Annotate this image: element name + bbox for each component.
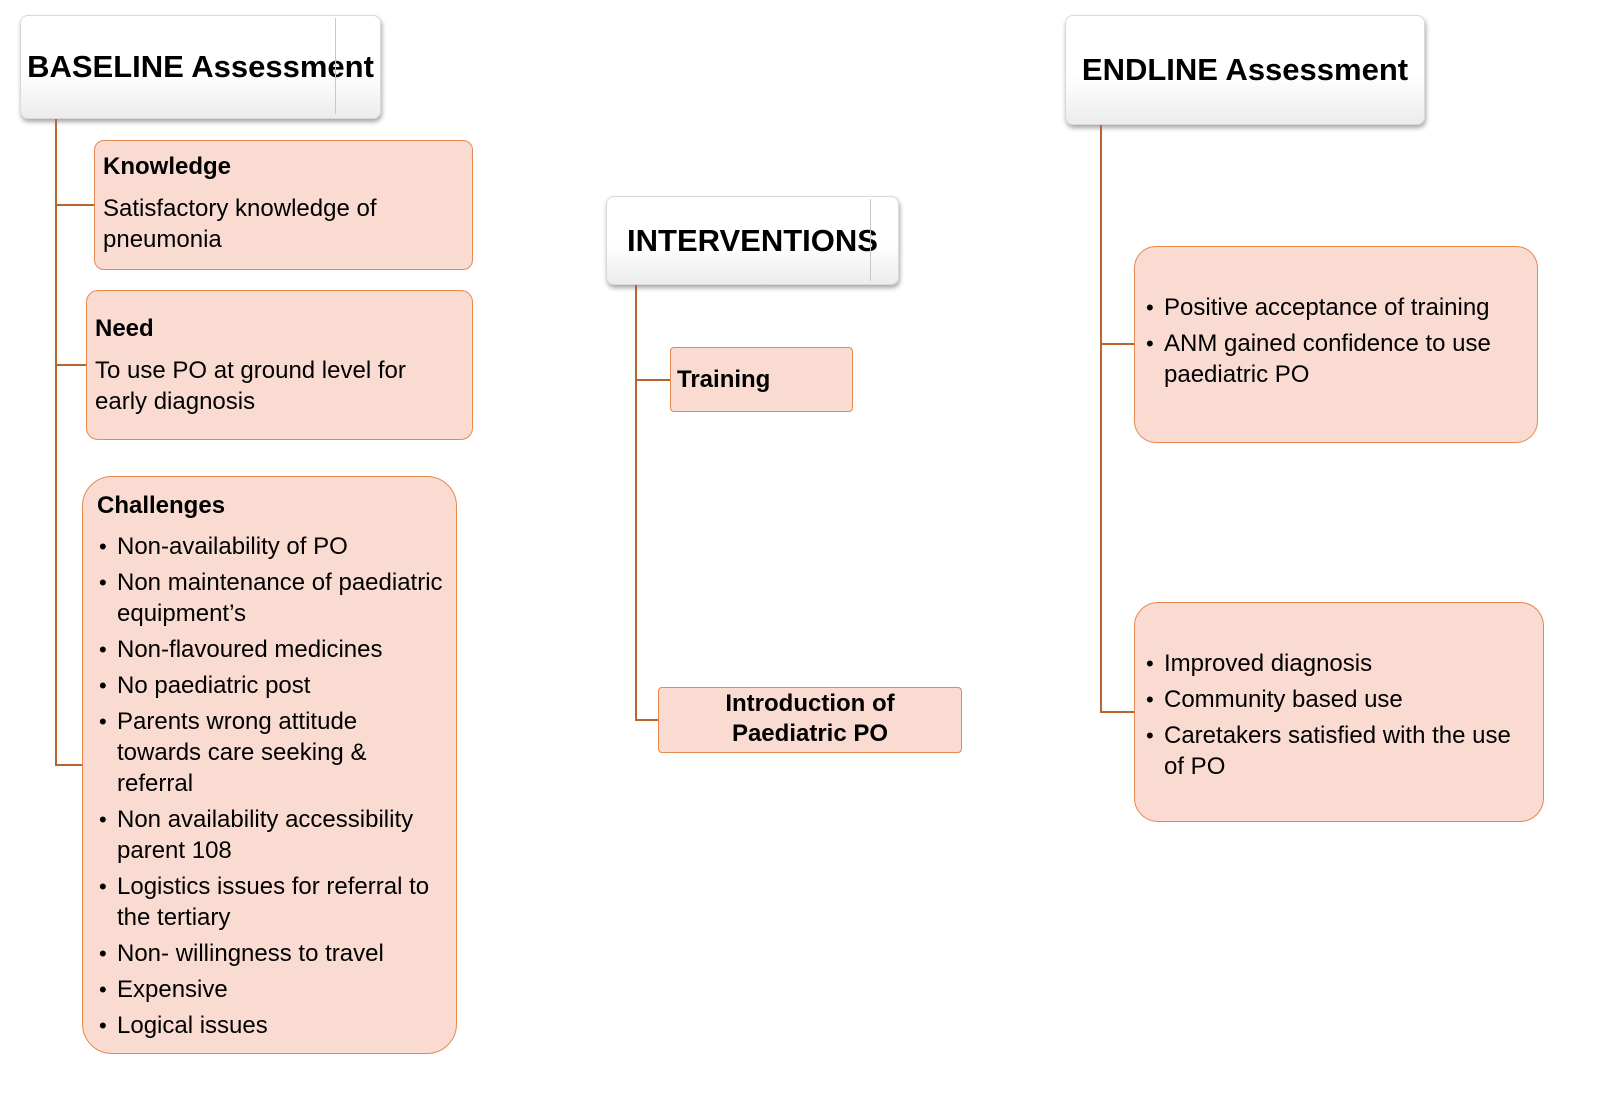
interventions-header-title: INTERVENTIONS: [627, 222, 878, 258]
list-item: •No paediatric post: [99, 672, 311, 699]
list-item: •Expensive: [99, 976, 228, 1003]
challenges-box: Challenges •Non-availability of PO •Non …: [82, 476, 457, 1054]
bullet-icon: •: [1146, 331, 1154, 356]
header-divider: [335, 18, 336, 114]
introduction-box: Introduction of Paediatric PO: [658, 687, 962, 753]
endline-branch-box1: [1100, 343, 1135, 345]
need-text: To use PO at ground level for early diag…: [95, 357, 406, 415]
baseline-branch-need: [55, 364, 87, 366]
list-item: •Community based use: [1146, 686, 1403, 713]
training-box: Training: [670, 347, 853, 412]
knowledge-text: Satisfactory knowledge of pneumonia: [103, 195, 377, 253]
endline-box-1: •Positive acceptance of training •ANM ga…: [1134, 246, 1538, 443]
list-item: •Non-availability of PO: [99, 533, 348, 560]
bullet-icon: •: [1146, 651, 1154, 676]
bullet-icon: •: [99, 709, 107, 734]
baseline-header-title: BASELINE Assessment: [27, 49, 374, 84]
bullet-icon: •: [1146, 723, 1154, 748]
list-item: •Parents wrong attitude towards care see…: [99, 708, 367, 797]
challenges-list: •Non-availability of PO •Non maintenance…: [97, 531, 446, 1041]
endline-list-2: •Improved diagnosis •Community based use…: [1144, 648, 1533, 782]
bullet-icon: •: [99, 570, 107, 595]
bullet-icon: •: [99, 637, 107, 662]
challenges-title: Challenges: [97, 492, 226, 519]
interventions-branch-training: [635, 379, 671, 381]
endline-list-1: •Positive acceptance of training •ANM ga…: [1144, 292, 1527, 390]
baseline-trunk-line: [55, 119, 57, 766]
need-title: Need: [95, 315, 154, 342]
list-item: •ANM gained confidence to use paediatric…: [1146, 330, 1491, 388]
bullet-icon: •: [99, 941, 107, 966]
list-item: •Logical issues: [99, 1012, 268, 1039]
list-item: •Non maintenance of paediatric equipment…: [99, 569, 443, 627]
list-item: •Non- willingness to travel: [99, 940, 384, 967]
bullet-icon: •: [1146, 295, 1154, 320]
interventions-branch-introduction: [635, 719, 658, 721]
endline-trunk-line: [1100, 125, 1102, 713]
header-divider: [870, 199, 871, 281]
bullet-icon: •: [99, 1013, 107, 1038]
bullet-icon: •: [99, 673, 107, 698]
bullet-icon: •: [1146, 687, 1154, 712]
list-item: •Caretakers satisfied with the use of PO: [1146, 722, 1511, 780]
introduction-label: Introduction of Paediatric PO: [725, 690, 895, 747]
bullet-icon: •: [99, 807, 107, 832]
interventions-trunk-line: [635, 285, 637, 721]
list-item: •Non availability accessibility parent 1…: [99, 806, 414, 864]
knowledge-box: Knowledge Satisfactory knowledge of pneu…: [94, 140, 473, 270]
baseline-branch-knowledge: [55, 204, 95, 206]
list-item: •Non-flavoured medicines: [99, 636, 383, 663]
endline-header: ENDLINE Assessment: [1065, 15, 1425, 125]
list-item: •Logistics issues for referral to the te…: [99, 873, 430, 931]
need-box: Need To use PO at ground level for early…: [86, 290, 473, 440]
training-label: Training: [677, 366, 771, 393]
bullet-icon: •: [99, 874, 107, 899]
interventions-header: INTERVENTIONS: [606, 196, 899, 285]
endline-branch-box2: [1100, 711, 1135, 713]
knowledge-title: Knowledge: [103, 153, 232, 180]
endline-header-title: ENDLINE Assessment: [1081, 52, 1409, 87]
list-item: •Positive acceptance of training: [1146, 294, 1490, 321]
baseline-header: BASELINE Assessment: [20, 15, 381, 119]
list-item: •Improved diagnosis: [1146, 650, 1373, 677]
endline-box-2: •Improved diagnosis •Community based use…: [1134, 602, 1544, 822]
bullet-icon: •: [99, 534, 107, 559]
bullet-icon: •: [99, 977, 107, 1002]
baseline-branch-challenges: [55, 764, 82, 766]
